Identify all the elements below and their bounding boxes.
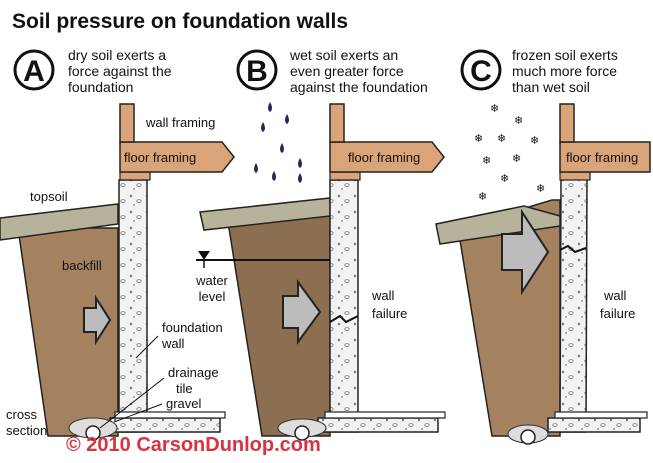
leader-gravel bbox=[113, 403, 163, 423]
snowflake-icon: ❄ bbox=[512, 153, 521, 165]
drainage-tile-b bbox=[294, 425, 310, 441]
floor-joist-a bbox=[119, 141, 235, 173]
label-drainage-line2: tile bbox=[176, 381, 193, 396]
wall-stud-a bbox=[119, 103, 135, 143]
label-foundation-line1: foundation bbox=[162, 320, 223, 335]
wall-stud-b bbox=[329, 103, 345, 143]
label-floor-framing-b: floor framing bbox=[348, 150, 420, 165]
snowflakes: ❄ ❄ ❄ ❄ ❄ ❄ ❄ ❄ ❄ ❄ bbox=[474, 103, 545, 203]
sill-plate-c bbox=[559, 171, 591, 181]
floor-slab-c bbox=[554, 411, 648, 419]
topsoil-layer-c bbox=[435, 205, 561, 245]
snowflake-icon: ❄ bbox=[482, 155, 491, 167]
label-backfill: backfill bbox=[62, 258, 102, 273]
snowflake-icon: ❄ bbox=[490, 103, 499, 115]
label-failure-b-line1: wall bbox=[371, 288, 395, 303]
caption-c-line3: than wet soil bbox=[512, 79, 590, 95]
footing-a bbox=[109, 417, 221, 433]
caption-a-line1: dry soil exerts a bbox=[68, 47, 166, 63]
sill-plate-b bbox=[329, 171, 361, 181]
badge-b-letter: B bbox=[246, 55, 268, 88]
label-floor-framing-a: floor framing bbox=[124, 150, 196, 165]
wall-stud-c bbox=[559, 103, 575, 143]
pressure-arrow-a bbox=[83, 294, 112, 346]
badge-c-circle bbox=[460, 49, 502, 91]
badge-a-letter: A bbox=[23, 55, 45, 88]
caption-c-line2: much more force bbox=[512, 63, 617, 79]
label-water-line2: level bbox=[199, 289, 226, 304]
rain-drop bbox=[298, 158, 302, 168]
snowflake-icon: ❄ bbox=[500, 173, 509, 185]
label-floor-framing-c: floor framing bbox=[566, 150, 638, 165]
floor-joist-c bbox=[559, 141, 651, 173]
caption-a-line2: force against the bbox=[68, 63, 172, 79]
leader-drainage bbox=[99, 377, 165, 429]
panel-a: A dry soil exerts a force against the fo… bbox=[0, 47, 235, 441]
drainage-tile-a bbox=[85, 425, 101, 441]
floor-slab-a bbox=[114, 411, 226, 419]
pressure-arrow-c bbox=[501, 208, 550, 296]
rain-drop bbox=[285, 114, 289, 124]
label-failure-c-line1: wall bbox=[603, 288, 627, 303]
rain-drop bbox=[254, 163, 258, 173]
sill-plate-a bbox=[119, 171, 151, 181]
snowflake-icon: ❄ bbox=[536, 183, 545, 195]
caption-b-line3: against the foundation bbox=[290, 79, 428, 95]
label-water-line1: water bbox=[195, 273, 228, 288]
label-gravel: gravel bbox=[166, 396, 202, 411]
snowflake-icon: ❄ bbox=[474, 133, 483, 145]
footing-c bbox=[547, 417, 641, 433]
foundation-wall-c bbox=[559, 175, 588, 433]
badge-a-circle bbox=[13, 49, 55, 91]
wall-crack-c bbox=[559, 244, 587, 254]
foundation-wall-b bbox=[329, 179, 359, 433]
label-cross-line1: cross bbox=[6, 407, 38, 422]
water-level-marker bbox=[198, 251, 210, 260]
label-failure-b-line2: failure bbox=[372, 306, 407, 321]
badge-b-circle bbox=[236, 49, 278, 91]
snowflake-icon: ❄ bbox=[478, 191, 487, 203]
leader-foundation bbox=[135, 335, 159, 359]
panel-c: C frozen soil exerts much more force tha… bbox=[435, 47, 651, 445]
badge-c-letter: C bbox=[470, 55, 492, 88]
floor-joist-b bbox=[329, 141, 445, 173]
panel-b: B wet soil exerts an even greater force … bbox=[195, 47, 446, 441]
label-foundation-line2: wall bbox=[161, 336, 185, 351]
rain-drop bbox=[298, 173, 302, 183]
caption-c-line1: frozen soil exerts bbox=[512, 47, 618, 63]
label-topsoil: topsoil bbox=[30, 189, 68, 204]
rain-drop bbox=[280, 143, 284, 153]
drainage-tile-c bbox=[520, 429, 536, 445]
label-drainage-line1: drainage bbox=[168, 365, 219, 380]
rain-drop bbox=[261, 122, 265, 132]
rain-drop bbox=[272, 171, 276, 181]
footing-b bbox=[317, 417, 439, 433]
rain-drops bbox=[254, 102, 302, 183]
label-cross-line2: section bbox=[6, 423, 47, 438]
snowflake-icon: ❄ bbox=[497, 133, 506, 145]
label-wall-framing-a: wall framing bbox=[145, 115, 215, 130]
rain-drop bbox=[268, 102, 272, 112]
topsoil-layer-a bbox=[0, 203, 119, 241]
caption-a-line3: foundation bbox=[68, 79, 133, 95]
snowflake-icon: ❄ bbox=[530, 135, 539, 147]
pressure-arrow-b bbox=[282, 278, 322, 346]
caption-b-line1: wet soil exerts an bbox=[289, 47, 398, 63]
backfill-soil-b bbox=[227, 215, 331, 437]
wall-crack-b bbox=[329, 314, 359, 324]
copyright-text: © 2010 CarsonDunlop.com bbox=[66, 434, 321, 456]
caption-b-line2: even greater force bbox=[290, 63, 404, 79]
diagram-title: Soil pressure on foundation walls bbox=[12, 10, 348, 33]
snowflake-icon: ❄ bbox=[514, 115, 523, 127]
label-failure-c-line2: failure bbox=[600, 306, 635, 321]
floor-slab-b bbox=[324, 411, 446, 419]
